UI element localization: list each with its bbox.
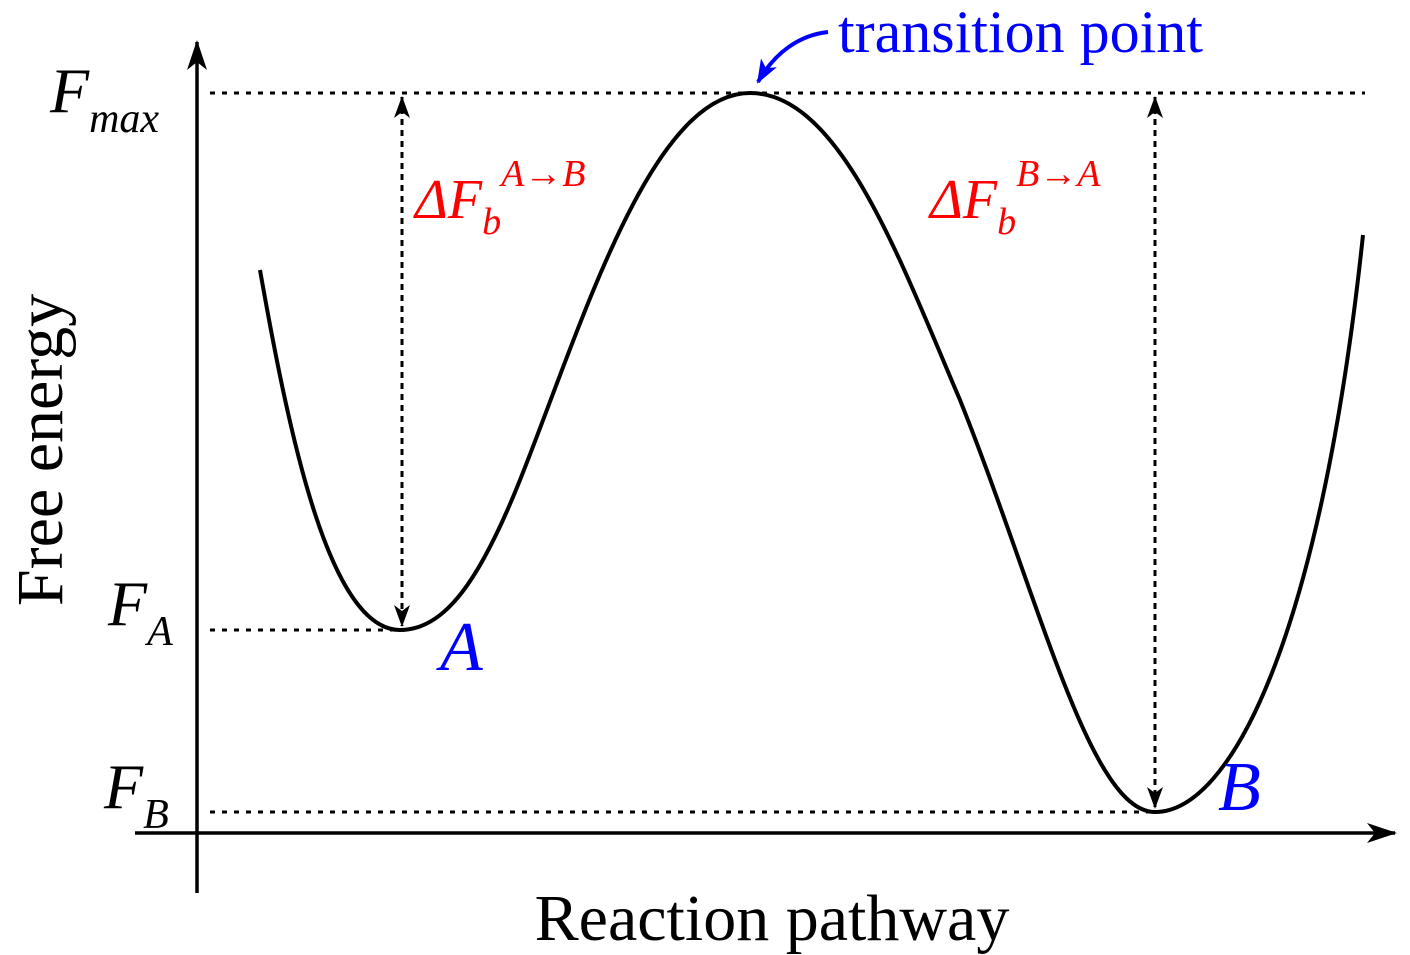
free-energy-curve xyxy=(258,90,1365,815)
state-a-label: A xyxy=(436,609,483,686)
transition-point-arrow xyxy=(756,30,829,84)
y-axis-title: Free energy xyxy=(4,294,77,606)
transition-point-label: transition point xyxy=(838,0,1203,65)
state-b-label: B xyxy=(1218,749,1261,826)
x-axis-title: Reaction pathway xyxy=(535,882,1010,955)
barrier-b-to-a-label: ΔFbB→A xyxy=(928,153,1101,243)
f-b-label: FB xyxy=(103,751,169,838)
f-max-label: Fmax xyxy=(49,55,159,142)
barrier-a-to-b-label: ΔFbA→B xyxy=(413,153,586,243)
f-a-label: FA xyxy=(107,568,173,655)
